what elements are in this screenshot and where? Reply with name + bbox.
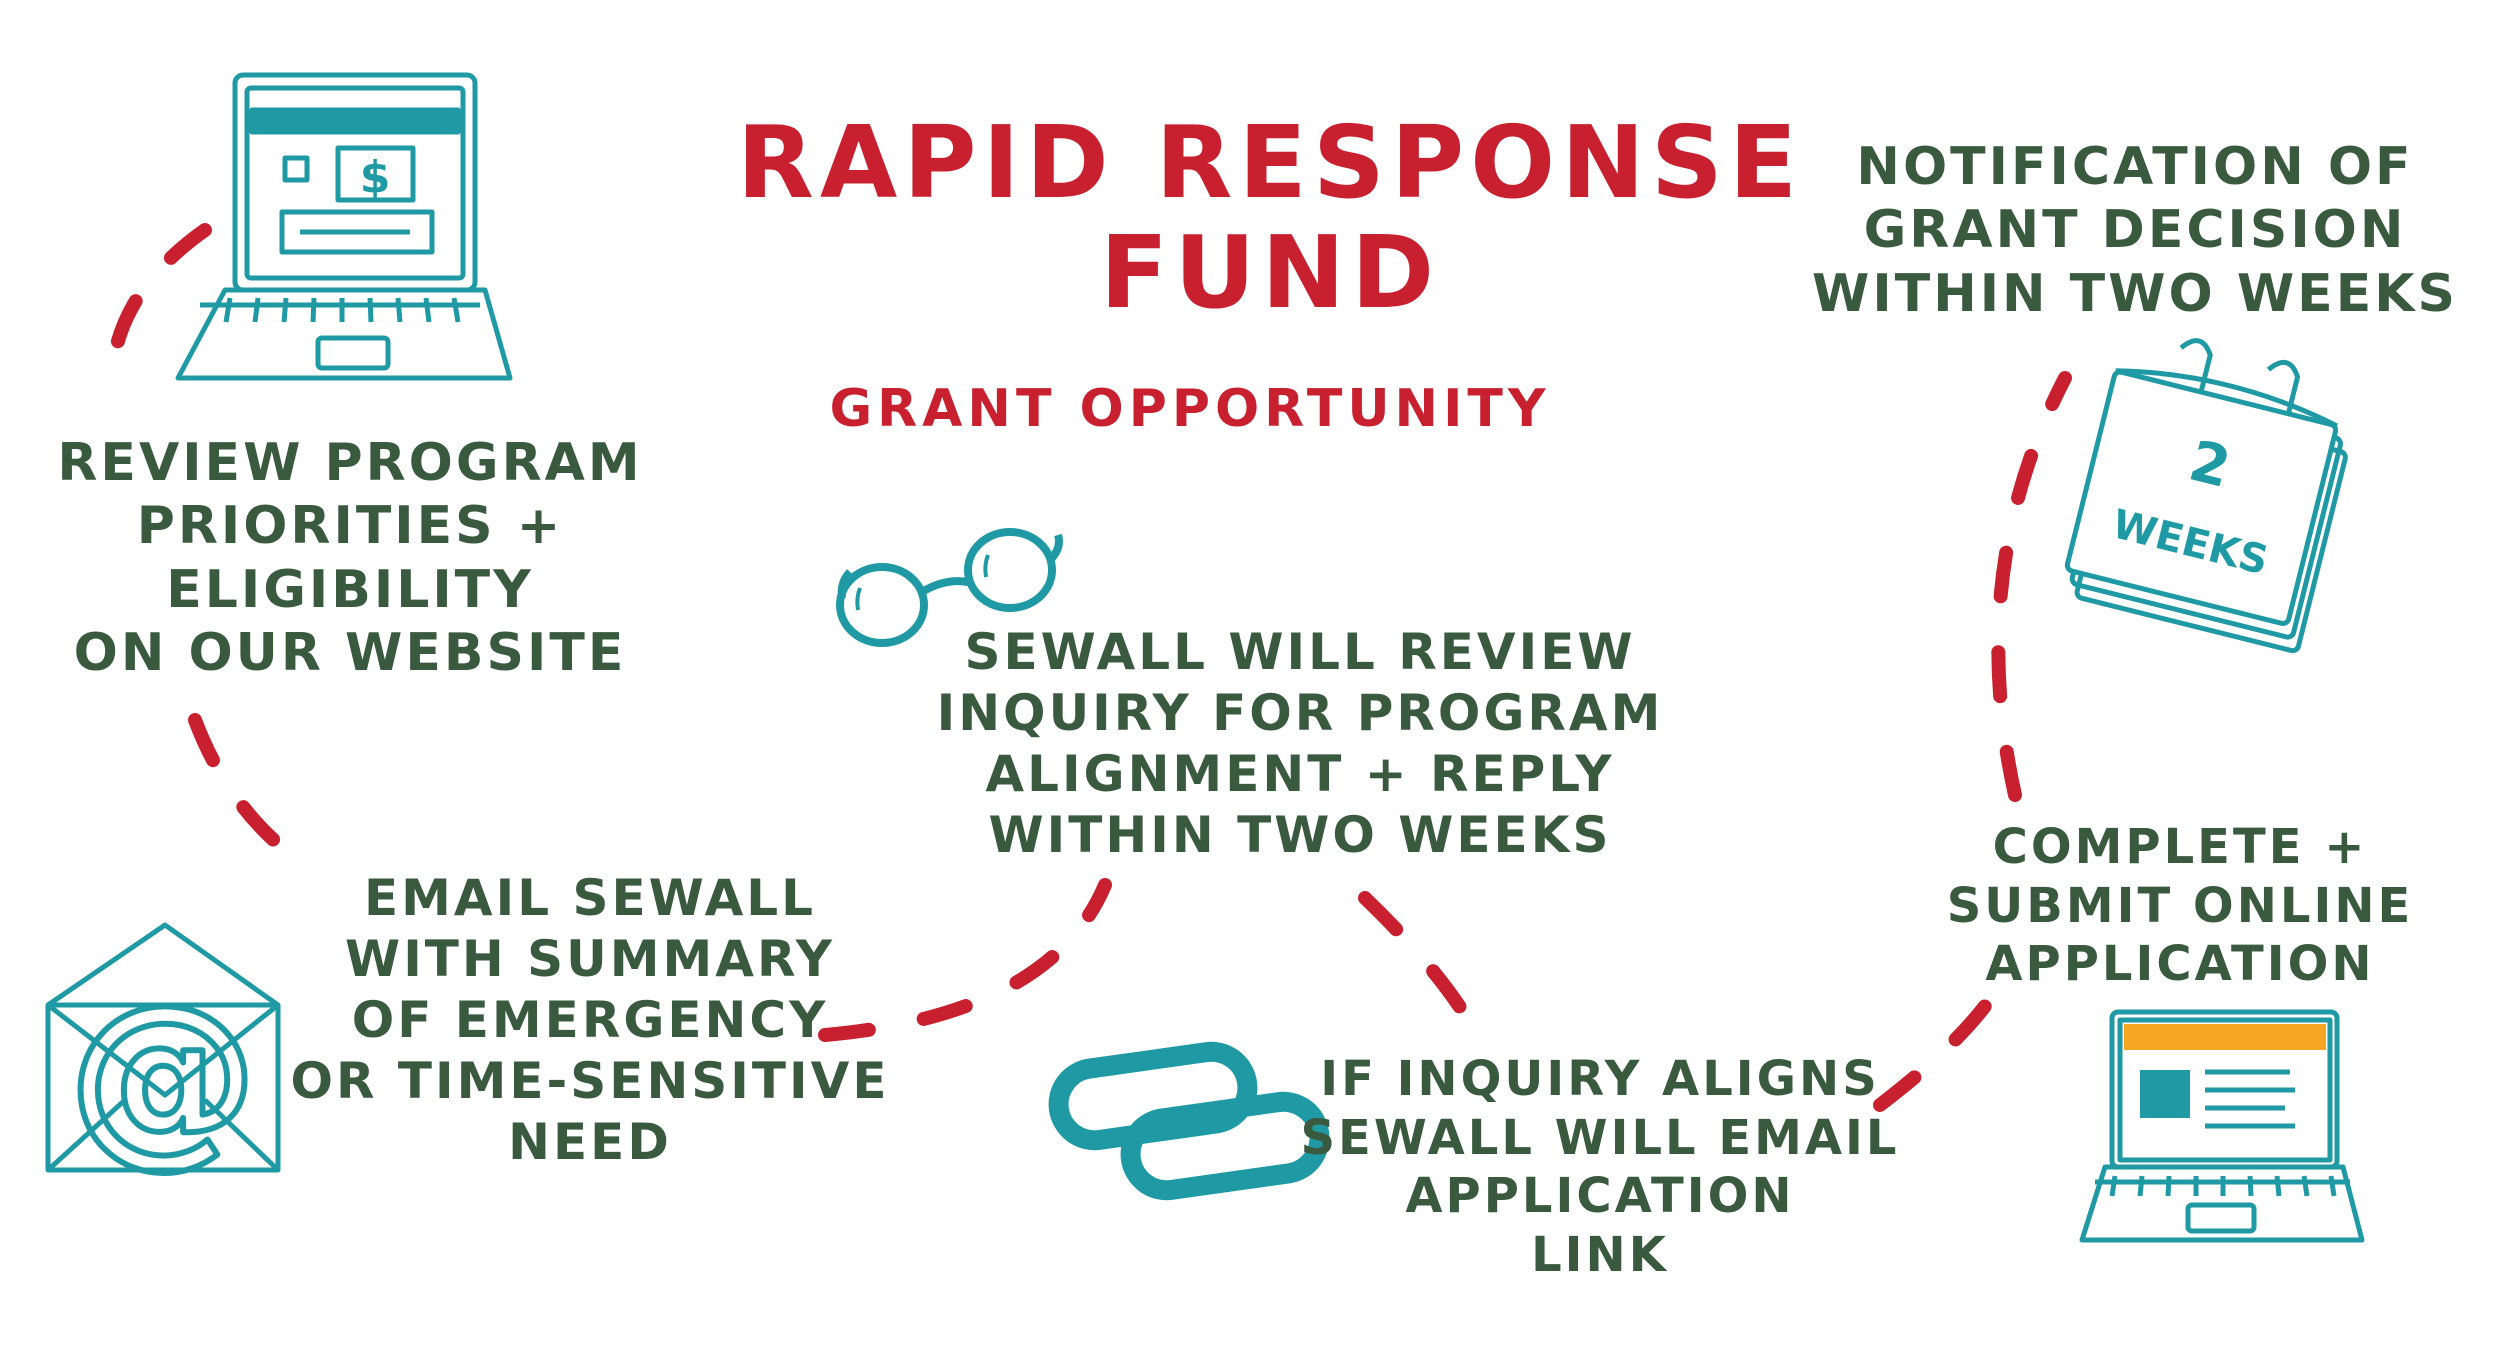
title-line-1: RAPID RESPONSE — [736, 104, 1804, 221]
step-email-sewall-line-2: WITH SUMMARY — [345, 930, 835, 988]
connector-review-to-email — [188, 713, 292, 857]
connector-email-to-review — [818, 878, 1112, 1042]
step-review-program-line-2: PRIORITIES + — [136, 496, 564, 557]
step-complete-submit-line-1: COMPLETE + — [1992, 819, 2368, 875]
step-notification-line-1: NOTIFICATION OF — [1856, 137, 2414, 197]
chain-link-icon — [1048, 1041, 1330, 1201]
step-sewall-review-line-3: ALIGNMENT + REPLY — [985, 745, 1615, 803]
step-review-program-line-1: REVIEW PROGRAM — [57, 433, 643, 493]
step-inquiry-aligns: IF INQUIRY ALIGNS SEWALL WILL EMAIL APPL… — [1290, 1050, 1910, 1284]
step-review-program-line-3: ELIGIBILITY — [166, 559, 534, 620]
step-sewall-review-line-1: SEWALL WILL REVIEW — [964, 623, 1636, 681]
step-email-sewall-line-3: OF EMERGENCY — [351, 991, 829, 1049]
step-email-sewall: EMAIL SEWALL WITH SUMMARY OF EMERGENCY O… — [270, 868, 910, 1173]
laptop-application-icon — [2079, 1009, 2365, 1243]
step-complete-submit-line-2: SUBMIT ONLINE — [1946, 877, 2414, 934]
step-inquiry-aligns-line-4: LINK — [1531, 1226, 1669, 1283]
step-complete-submit: COMPLETE + SUBMIT ONLINE APPLICATION — [1900, 818, 2460, 994]
glasses-icon — [836, 528, 1063, 647]
envelope-at-icon: @ — [45, 922, 281, 1188]
step-review-program: REVIEW PROGRAM PRIORITIES + ELIGIBILITY … — [30, 432, 670, 686]
connector-review-to-aligns — [1358, 891, 1487, 1047]
connector-aligns-to-submit — [1873, 978, 2007, 1112]
step-review-program-line-4: ON OUR WEBSITE — [73, 623, 627, 684]
title-line-2: FUND — [1099, 214, 1441, 331]
connector-submit-to-notification — [1991, 371, 2072, 802]
step-inquiry-aligns-line-2: SEWALL WILL EMAIL — [1300, 1109, 1900, 1166]
step-inquiry-aligns-line-3: APPLICATION — [1405, 1168, 1795, 1225]
step-notification-line-2: GRANT DECISION — [1863, 200, 2407, 261]
step-email-sewall-line-4: OR TIME-SENSITIVE — [290, 1052, 890, 1110]
page-title: RAPID RESPONSE FUND — [600, 108, 1940, 328]
step-notification-line-3: WITHIN TWO WEEKS — [1812, 263, 2458, 324]
svg-text:$: $ — [360, 152, 391, 203]
subtitle: GRANT OPPORTUNITY — [829, 379, 1551, 439]
step-email-sewall-line-5: NEED — [508, 1113, 672, 1171]
step-inquiry-aligns-line-1: IF INQUIRY ALIGNS — [1320, 1051, 1880, 1107]
step-email-sewall-line-1: EMAIL SEWALL — [364, 869, 816, 927]
step-sewall-review-line-4: WITHIN TWO WEEKS — [988, 806, 1612, 864]
step-sewall-review: SEWALL WILL REVIEW INQUIRY FOR PROGRAM A… — [890, 622, 1710, 866]
connector-laptop-loop — [105, 223, 212, 379]
step-complete-submit-line-3: APPLICATION — [1985, 936, 2375, 993]
laptop-dollar-icon: $ — [175, 72, 513, 381]
svg-text:@: @ — [68, 964, 258, 1185]
step-sewall-review-line-2: INQUIRY FOR PROGRAM — [936, 684, 1664, 742]
step-notification: NOTIFICATION OF GRANT DECISION WITHIN TW… — [1800, 136, 2470, 326]
calendar-icon: 2 WEEKS — [2064, 338, 2348, 654]
